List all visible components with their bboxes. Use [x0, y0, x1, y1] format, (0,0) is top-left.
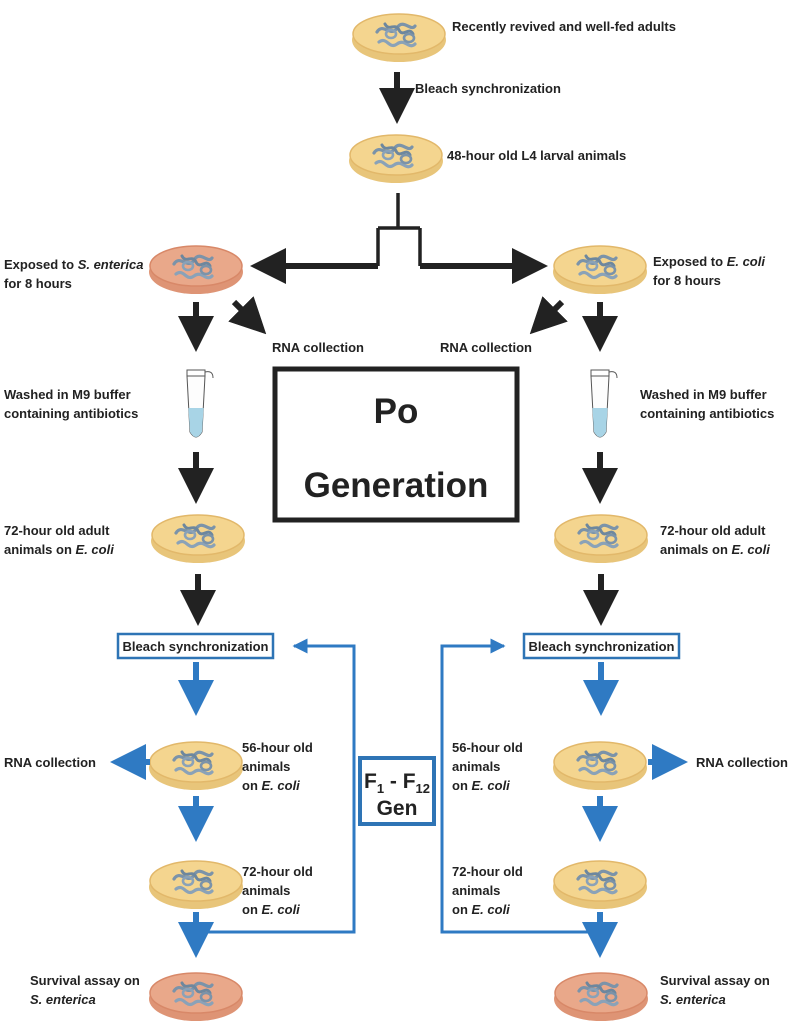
label-left-rna-side: RNA collection	[4, 755, 96, 770]
label-right-adult-1: 72-hour old adult	[660, 523, 766, 538]
box-po-generation	[272, 366, 520, 523]
dish-right-72h-adults	[554, 514, 648, 563]
label-right-survival-1: Survival assay on	[660, 973, 770, 988]
label-left-washed-1: Washed in M9 buffer	[4, 387, 131, 402]
arrow-left-rna	[228, 296, 267, 335]
label-gen: Gen	[377, 797, 418, 820]
dish-right-72h	[553, 860, 647, 909]
dish-left-72h	[149, 860, 243, 909]
label-generation: Generation	[304, 466, 489, 505]
label-right-exposed: Exposed to E. coli	[653, 254, 765, 269]
label-left-washed-2: containing antibiotics	[4, 406, 138, 421]
tube-left-m9	[186, 369, 214, 438]
dish-revived-adults	[352, 13, 446, 62]
label-right-exposed-duration: for 8 hours	[653, 273, 721, 288]
dish-right-exposed-e-coli	[553, 245, 647, 294]
label-left-survival-1: Survival assay on	[30, 973, 140, 988]
label-bleach-sync-top: Bleach synchronization	[415, 81, 561, 96]
label-left-adult-2: animals on E. coli	[4, 542, 114, 557]
box-f-generations	[358, 756, 436, 826]
label-left-adult-1: 72-hour old adult	[4, 523, 110, 538]
dish-left-56h	[149, 741, 243, 790]
label-left-bleach-box: Bleach synchronization	[123, 639, 269, 654]
label-right-rna-side: RNA collection	[696, 755, 788, 770]
box-left-bleach	[116, 632, 275, 660]
label-f-range: F1 - F12	[364, 770, 430, 796]
label-left-survival-2: S. enterica	[30, 992, 96, 1007]
label-left-56h-3: on E. coli	[242, 778, 300, 793]
label-right-washed-1: Washed in M9 buffer	[640, 387, 767, 402]
label-right-56h-3: on E. coli	[452, 778, 510, 793]
dish-left-72h-adults	[151, 514, 245, 563]
dish-left-exposed-s-enterica	[149, 245, 243, 294]
tube-right-m9	[590, 369, 618, 438]
label-right-adult-2: animals on E. coli	[660, 542, 770, 557]
label-right-56h-1: 56-hour old	[452, 740, 523, 755]
label-right-washed-2: containing antibiotics	[640, 406, 774, 421]
box-right-bleach	[522, 632, 681, 660]
loop-right-feedback	[440, 638, 604, 934]
label-right-56h-2: animals	[452, 759, 500, 774]
label-right-72h-2: animals	[452, 883, 500, 898]
dish-right-survival	[554, 972, 648, 1021]
label-right-survival-2: S. enterica	[660, 992, 726, 1007]
split-connector	[376, 193, 422, 266]
label-left-72h-3: on E. coli	[242, 902, 300, 917]
label-left-rna-collection: RNA collection	[272, 340, 364, 355]
label-right-rna-collection: RNA collection	[440, 340, 532, 355]
label-left-exposed: Exposed to S. enterica	[4, 257, 143, 272]
label-left-56h-1: 56-hour old	[242, 740, 313, 755]
label-left-56h-2: animals	[242, 759, 290, 774]
label-left-72h-1: 72-hour old	[242, 864, 313, 879]
loop-left-feedback	[192, 638, 356, 934]
label-l4-larvae: 48-hour old L4 larval animals	[447, 148, 626, 163]
label-revived-adults: Recently revived and well-fed adults	[452, 19, 676, 34]
dish-left-survival	[149, 972, 243, 1021]
dish-right-56h	[553, 741, 647, 790]
arrow-right-rna	[529, 296, 568, 335]
label-right-72h-1: 72-hour old	[452, 864, 523, 879]
label-right-72h-3: on E. coli	[452, 902, 510, 917]
label-right-bleach-box: Bleach synchronization	[529, 639, 675, 654]
dish-l4-larvae	[349, 134, 443, 183]
label-po: Po	[374, 392, 419, 431]
label-left-72h-2: animals	[242, 883, 290, 898]
label-left-exposed-duration: for 8 hours	[4, 276, 72, 291]
